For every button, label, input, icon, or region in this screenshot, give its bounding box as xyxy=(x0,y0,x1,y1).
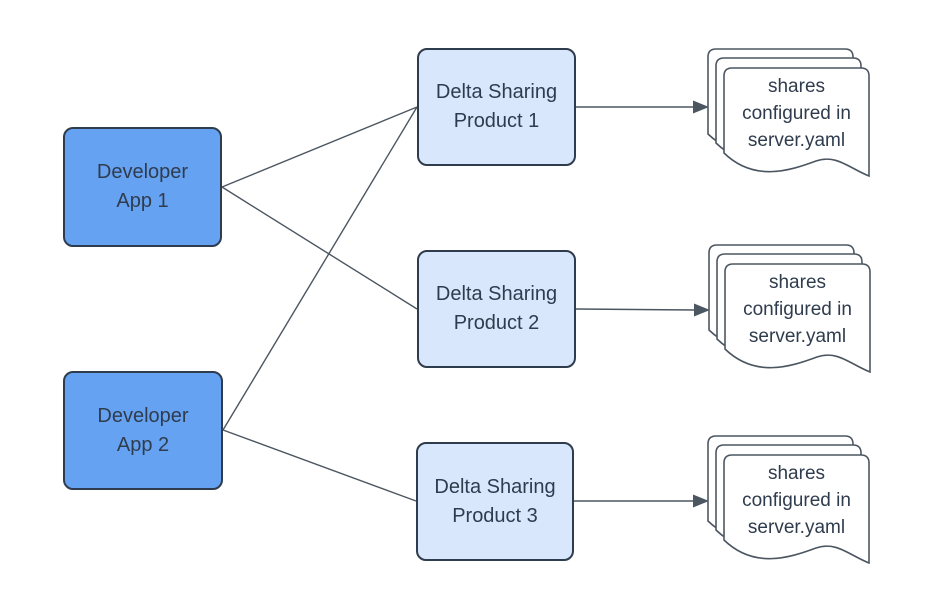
delta-sharing-product-2-label: Delta Sharing Product 2 xyxy=(436,280,557,338)
label-line: server.yaml xyxy=(748,325,847,347)
delta-sharing-product-3-label: Delta Sharing Product 3 xyxy=(434,473,555,531)
edge-developer-app-2-to-product-3 xyxy=(222,429,417,502)
label-line: Delta Sharing xyxy=(434,475,556,498)
edge-developer-app-1-to-product-1 xyxy=(221,106,418,188)
delta-sharing-product-1-label: Delta Sharing Product 1 xyxy=(436,78,557,136)
developer-app-2-node: Developer App 2 xyxy=(63,371,223,490)
label-line: Delta Sharing xyxy=(435,283,558,305)
arrowhead-2 xyxy=(694,303,710,317)
label-line: configured in xyxy=(742,489,851,511)
edge-developer-app-1-to-product-2 xyxy=(221,186,418,310)
label-line: shares xyxy=(767,462,826,484)
delta-sharing-product-3-node: Delta Sharing Product 3 xyxy=(416,442,574,561)
edge-developer-app-2-to-product-1 xyxy=(222,106,418,431)
label-line: configured in xyxy=(743,298,852,320)
document-stack-2 xyxy=(708,244,871,374)
label-line: server.yaml xyxy=(747,516,846,538)
label-line: App 2 xyxy=(116,433,170,456)
delta-sharing-product-1-node: Delta Sharing Product 1 xyxy=(417,48,576,166)
label-line: Product 3 xyxy=(452,504,538,527)
arrowhead-3 xyxy=(693,494,709,508)
label-line: Developer xyxy=(97,404,189,427)
document-stack-3-label: shares configured in server.yaml xyxy=(724,455,869,545)
document-stack-1-label: shares configured in server.yaml xyxy=(724,68,869,158)
label-line: server.yaml xyxy=(747,129,846,151)
label-line: Developer xyxy=(96,161,189,183)
developer-app-1-node: Developer App 1 xyxy=(63,127,222,247)
label-line: Product 2 xyxy=(453,312,540,334)
label-line: configured in xyxy=(742,102,851,124)
document-stack-3 xyxy=(707,435,870,565)
developer-app-2-label: Developer App 2 xyxy=(97,402,188,460)
arrowhead-1 xyxy=(693,100,709,114)
label-line: Delta Sharing xyxy=(435,81,558,103)
label-line: shares xyxy=(767,75,826,97)
label-line: shares xyxy=(768,271,827,293)
developer-app-1-label: Developer App 1 xyxy=(97,158,188,216)
document-stack-2-label: shares configured in server.yaml xyxy=(725,264,870,354)
label-line: App 1 xyxy=(116,190,169,212)
delta-sharing-product-2-node: Delta Sharing Product 2 xyxy=(417,250,576,368)
edge-product-2-to-docs-2 xyxy=(575,308,696,311)
document-stack-1 xyxy=(707,48,870,178)
label-line: Product 1 xyxy=(453,110,540,132)
